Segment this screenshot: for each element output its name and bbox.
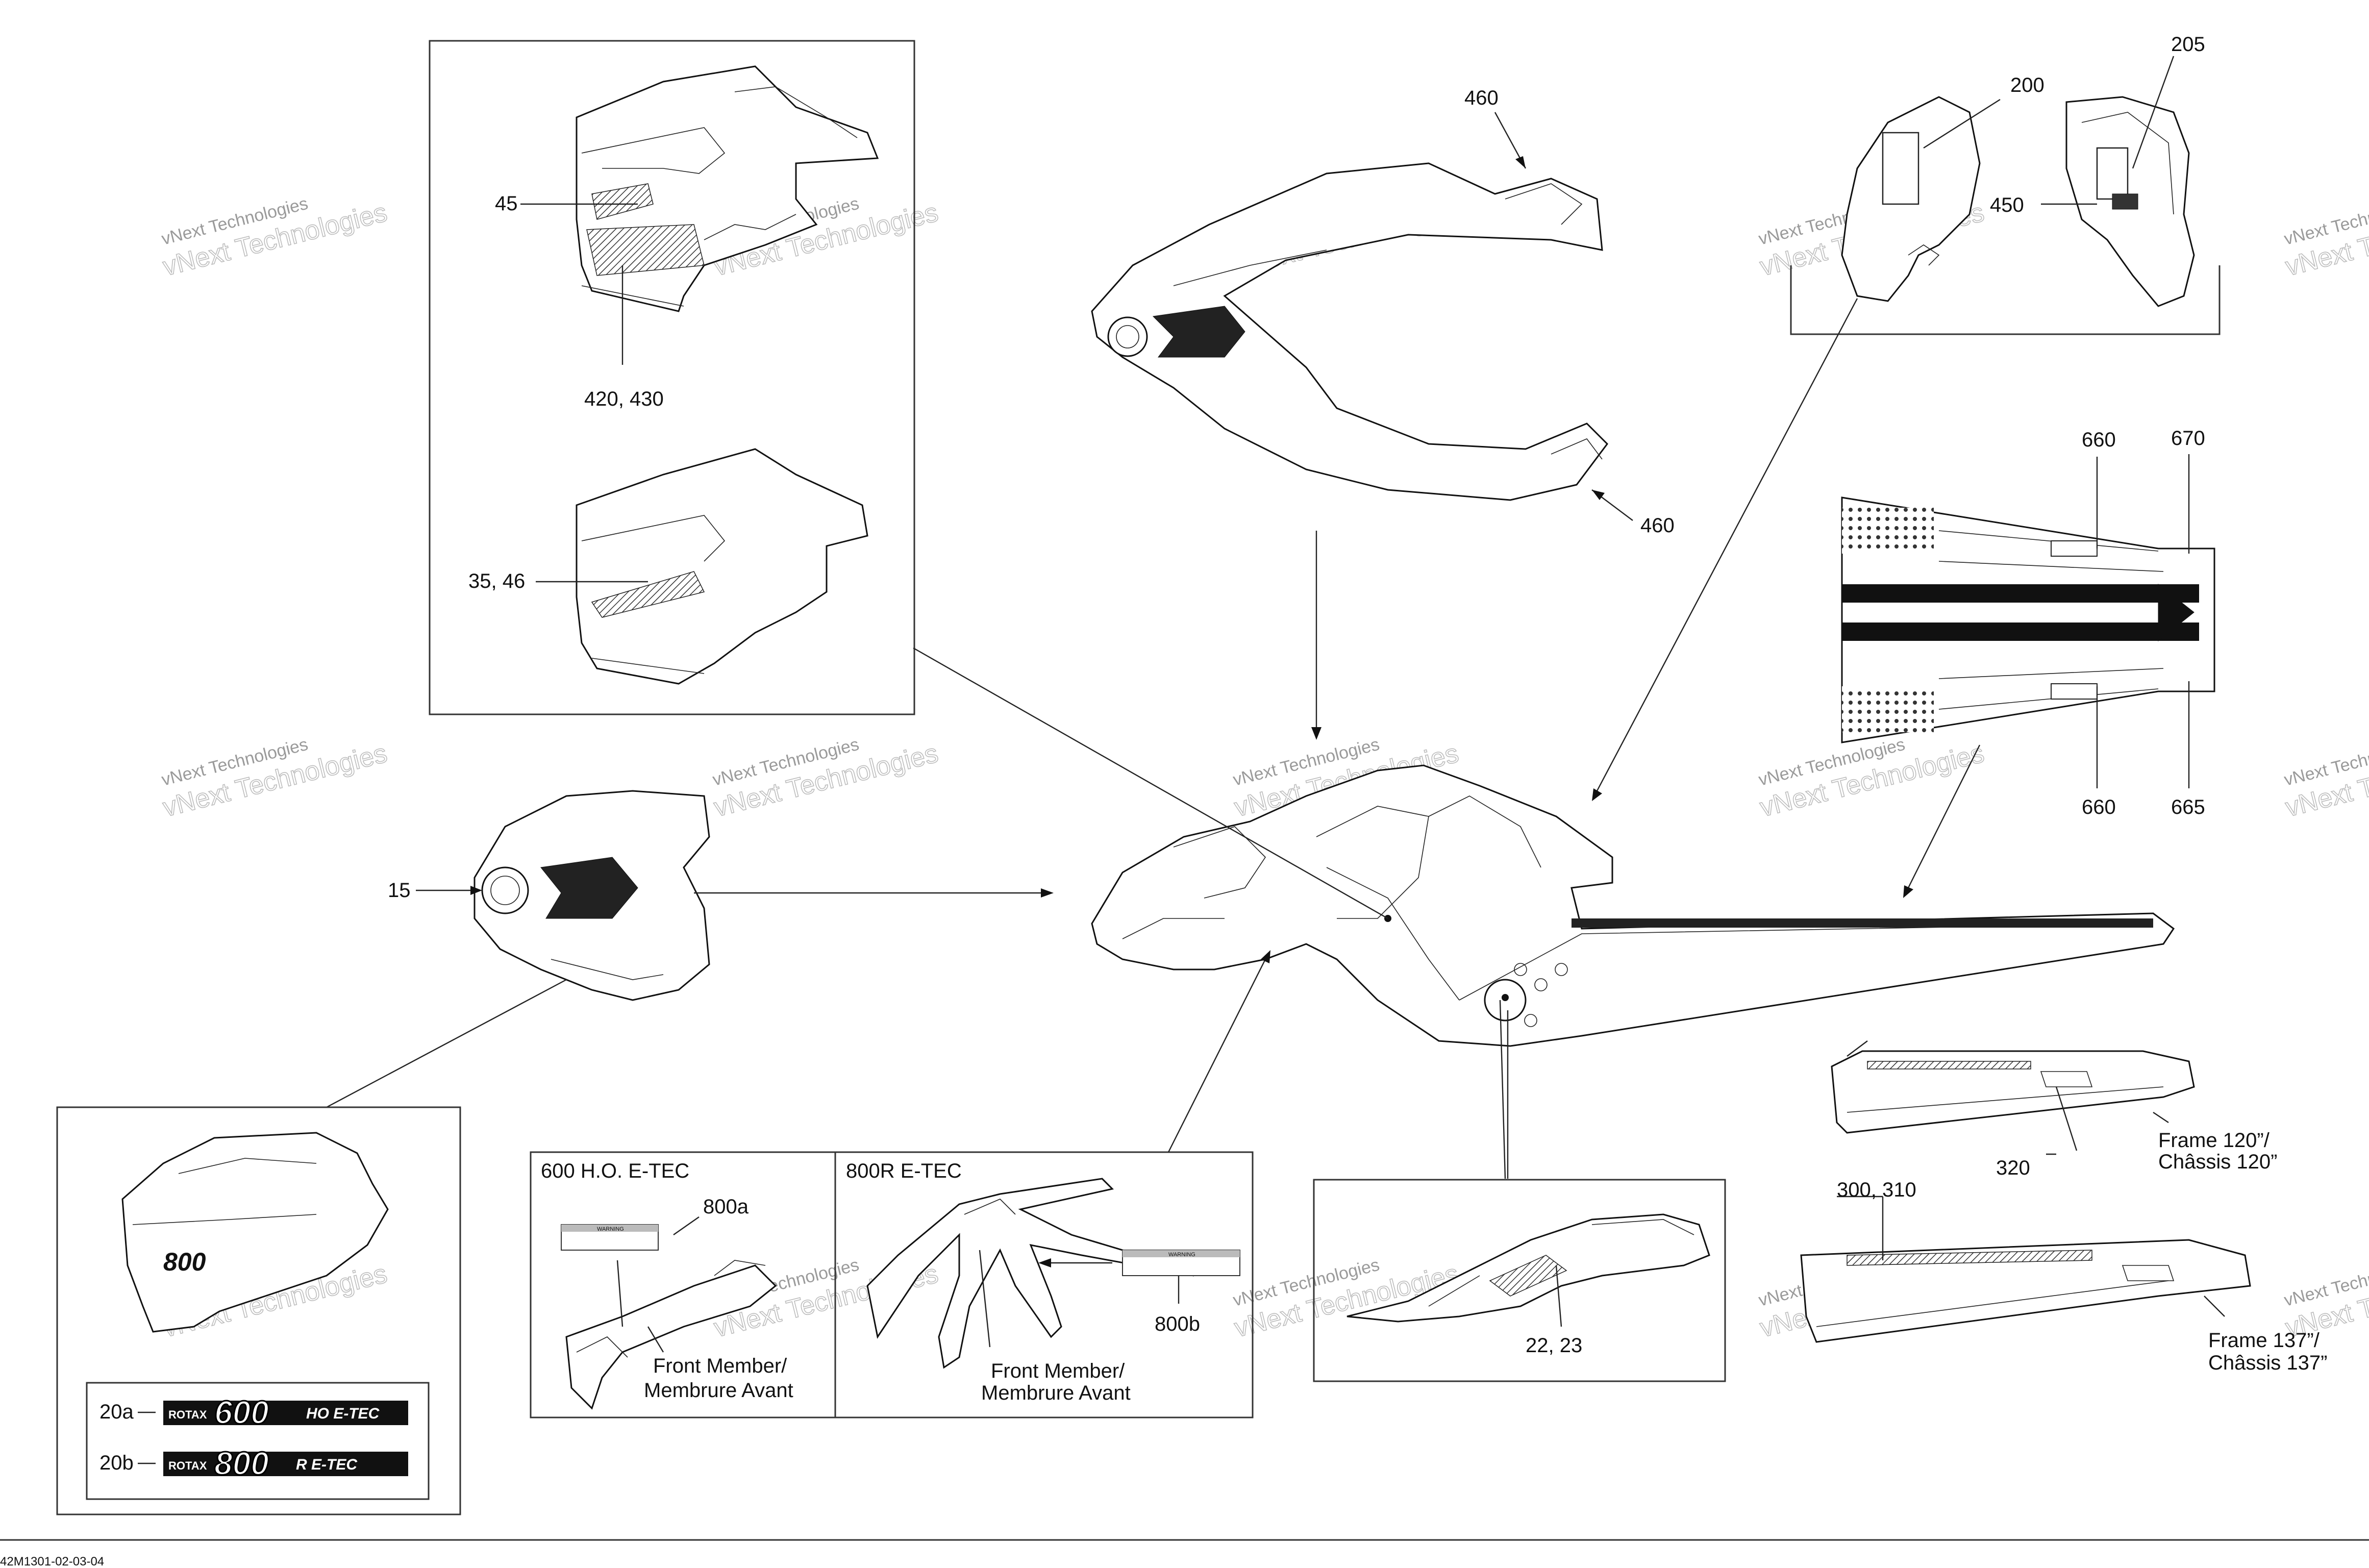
panel-title-600: 600 H.O. E-TEC — [541, 1160, 689, 1182]
callout-20b: 20b — [99, 1452, 134, 1474]
front-member-frame — [530, 1151, 1254, 1418]
callout-35-46: 35, 46 — [468, 570, 525, 592]
hood-decal-part: 460 460 — [1091, 87, 1675, 740]
front-hood-assembly: 15 — [326, 790, 1054, 1108]
callout-320: 320 — [1996, 1157, 2030, 1179]
caption-left-fr: Membrure Avant — [644, 1379, 793, 1402]
engine-logo-600: 600 — [214, 1394, 269, 1431]
caption-left-en: Front Member/ — [653, 1355, 787, 1377]
frame-120-label-fr: Châssis 120” — [2158, 1151, 2277, 1173]
decal-legend-frame — [86, 1382, 430, 1500]
side-strip-detail: 22, 23 — [1313, 1179, 1726, 1382]
detail-frame — [1313, 1179, 1726, 1382]
frame-137-label-fr: Châssis 137” — [2208, 1352, 2327, 1374]
callout-660-bottom: 660 — [2082, 796, 2116, 818]
callout-800a: 800a — [703, 1196, 749, 1218]
callout-665: 665 — [2171, 796, 2205, 818]
callout-22-23: 22, 23 — [1526, 1334, 1582, 1357]
detail-frame — [429, 40, 915, 715]
side-panel-upper — [576, 65, 879, 312]
frame-side-views: 300, 310 320 Frame 120”/ Châssis 120” Fr… — [1800, 1040, 2327, 1374]
side-panel-lower — [576, 448, 868, 685]
callout-20a: 20a — [99, 1401, 134, 1423]
engine-suffix-800: R E-TEC — [296, 1456, 358, 1473]
callout-460-bottom: 460 — [1640, 514, 1675, 537]
frame-137-label-en: Frame 137”/ — [2208, 1329, 2320, 1352]
engine-logo: 800 — [163, 1248, 206, 1276]
callout-300-310: 300, 310 — [1837, 1179, 1916, 1201]
callout-460-top: 460 — [1464, 87, 1499, 109]
tunnel-top-view: 660 670 660 665 — [1841, 427, 2215, 898]
front-member-panels: 600 H.O. E-TEC 800R E-TEC WARNING 800a F… — [530, 950, 1270, 1418]
callout-15: 15 — [388, 879, 411, 902]
drawing-number: 42M1301-02-03-04 — [0, 1555, 104, 1568]
panel-title-800r: 800R E-TEC — [846, 1160, 962, 1182]
caption-right-en: Front Member/ — [991, 1360, 1125, 1382]
callout-800b: 800b — [1155, 1313, 1200, 1335]
upper-cowl-pair: 200 205 450 — [1592, 33, 2221, 801]
decal-20b — [163, 1452, 408, 1476]
rotax-label: ROTAX — [168, 1408, 207, 1421]
frame-120-label-en: Frame 120”/ — [2158, 1129, 2270, 1152]
engine-suffix-600: HO E-TEC — [306, 1405, 380, 1422]
callout-670: 670 — [2171, 427, 2205, 450]
decal-20a — [163, 1401, 408, 1425]
warning-label-text: WARNING — [1168, 1252, 1195, 1258]
engine-logo-800: 800 — [214, 1445, 269, 1482]
callout-200: 200 — [2010, 74, 2044, 96]
rotax-label: ROTAX — [168, 1459, 207, 1472]
callout-45: 45 — [495, 192, 518, 215]
engine-decal-detail: 800 20a ROTAX 600 HO E-TEC 20b ROTAX 800… — [56, 1106, 461, 1515]
main-vehicle-assembly — [1091, 764, 2175, 1047]
warning-label-text: WARNING — [597, 1226, 624, 1232]
detail-frame — [56, 1106, 461, 1515]
caption-right-fr: Membrure Avant — [981, 1382, 1131, 1404]
callout-420-430: 420, 430 — [584, 388, 664, 410]
callout-450: 450 — [1990, 194, 2024, 216]
side-panel-detail: 45 420, 430 35, 46 — [429, 40, 915, 715]
callout-205: 205 — [2171, 33, 2205, 56]
callout-660-top: 660 — [2082, 429, 2116, 451]
